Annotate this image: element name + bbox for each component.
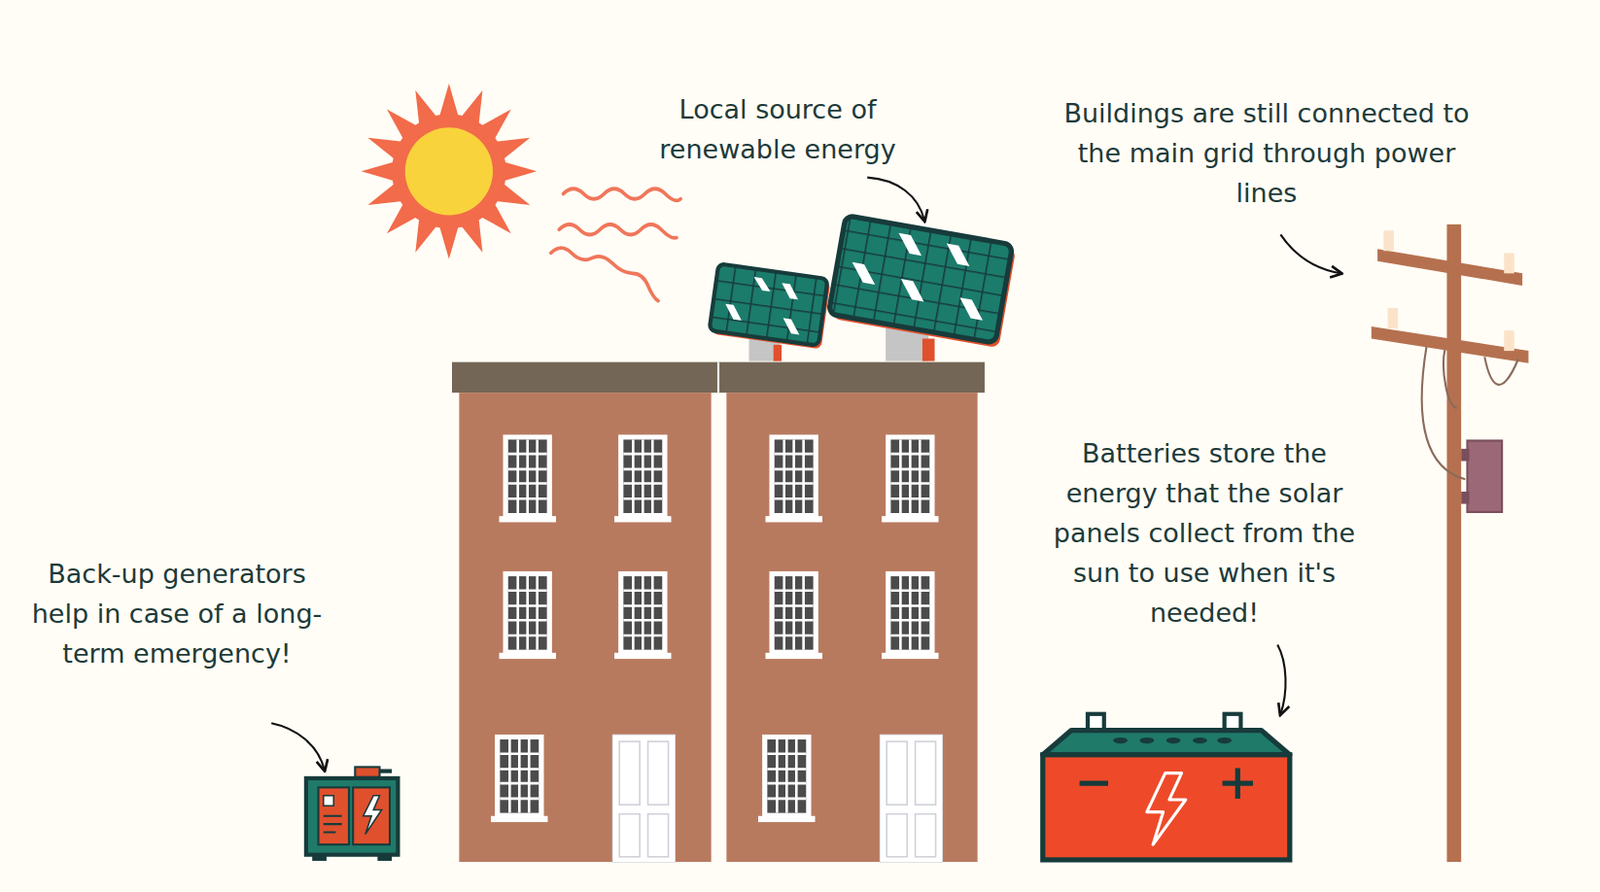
sun-disc bbox=[391, 114, 507, 230]
door bbox=[879, 734, 943, 864]
battery bbox=[1043, 714, 1290, 861]
sun-rays bbox=[361, 83, 538, 260]
leader-arrow bbox=[271, 177, 1341, 771]
solar-panel bbox=[828, 215, 1017, 362]
windows bbox=[490, 434, 940, 823]
callout-text: Buildings are still connected to the mai… bbox=[1057, 93, 1476, 213]
solar-panel bbox=[708, 263, 831, 361]
callout-text: Local source of renewable energy bbox=[617, 89, 939, 170]
heat-waves bbox=[551, 188, 681, 301]
callout-text: Batteries store the energy that the sola… bbox=[1034, 433, 1375, 633]
utility-pole bbox=[1371, 224, 1530, 863]
sun bbox=[361, 83, 538, 260]
roof bbox=[452, 362, 985, 393]
callout-text: Back-up generators help in case of a lon… bbox=[31, 554, 323, 674]
sun-core bbox=[405, 127, 493, 215]
generator bbox=[306, 766, 398, 862]
door bbox=[612, 734, 676, 864]
